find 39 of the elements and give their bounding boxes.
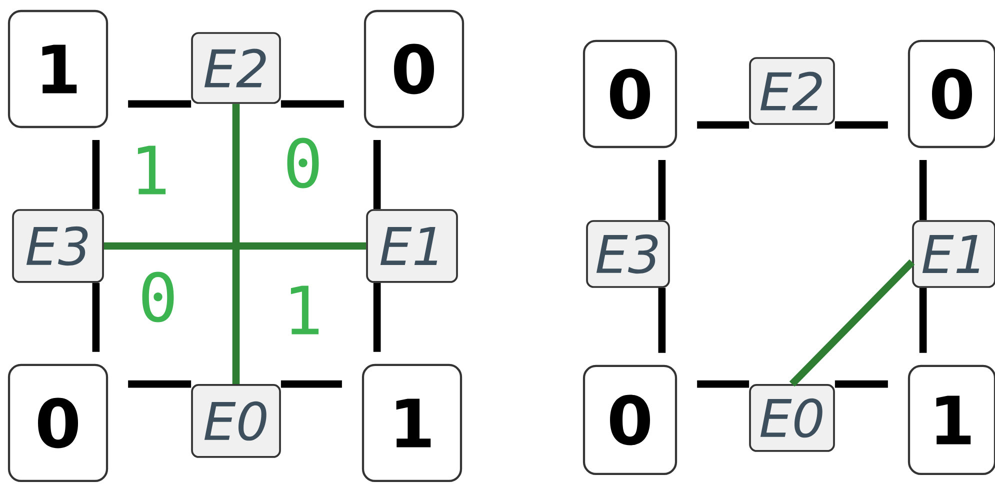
connector-line (834, 380, 888, 388)
connector-line (373, 282, 381, 352)
connector-line (373, 140, 381, 210)
value-box: 0 (908, 40, 995, 148)
quadrant-value: 0 (287, 138, 319, 188)
label-box: E0 (191, 384, 281, 458)
connector-line (834, 121, 888, 129)
label-box: E2 (191, 32, 281, 104)
label-box: E3 (586, 220, 670, 288)
value-box: 1 (362, 364, 462, 482)
label-box: E2 (749, 57, 835, 125)
connector-line (697, 121, 750, 129)
quadrant-value: 1 (290, 286, 319, 334)
connector-line (92, 140, 100, 210)
connector-line (128, 380, 192, 388)
connector-line (658, 160, 666, 220)
connector-line (697, 380, 750, 388)
connector-line (919, 160, 927, 220)
connector-line (232, 104, 240, 384)
connector-line (92, 282, 100, 352)
label-box: E3 (12, 209, 104, 283)
connector-line (919, 288, 927, 353)
connector-line (128, 100, 192, 108)
quadrant-value: 0 (142, 272, 174, 322)
connector-line (280, 380, 342, 388)
value-box: 0 (364, 10, 464, 128)
value-box: 0 (582, 364, 678, 476)
connector-line (789, 259, 915, 387)
connector-line (104, 242, 366, 250)
value-box: 1 (8, 10, 108, 128)
value-box: 1 (908, 364, 995, 476)
label-box: E0 (749, 384, 835, 452)
connector-line (280, 100, 344, 108)
value-box: 0 (582, 40, 678, 148)
connector-line (658, 288, 666, 353)
label-box: E1 (912, 220, 995, 288)
label-box: E1 (366, 209, 458, 283)
quadrant-value: 1 (138, 146, 166, 194)
value-box: 0 (8, 364, 108, 482)
